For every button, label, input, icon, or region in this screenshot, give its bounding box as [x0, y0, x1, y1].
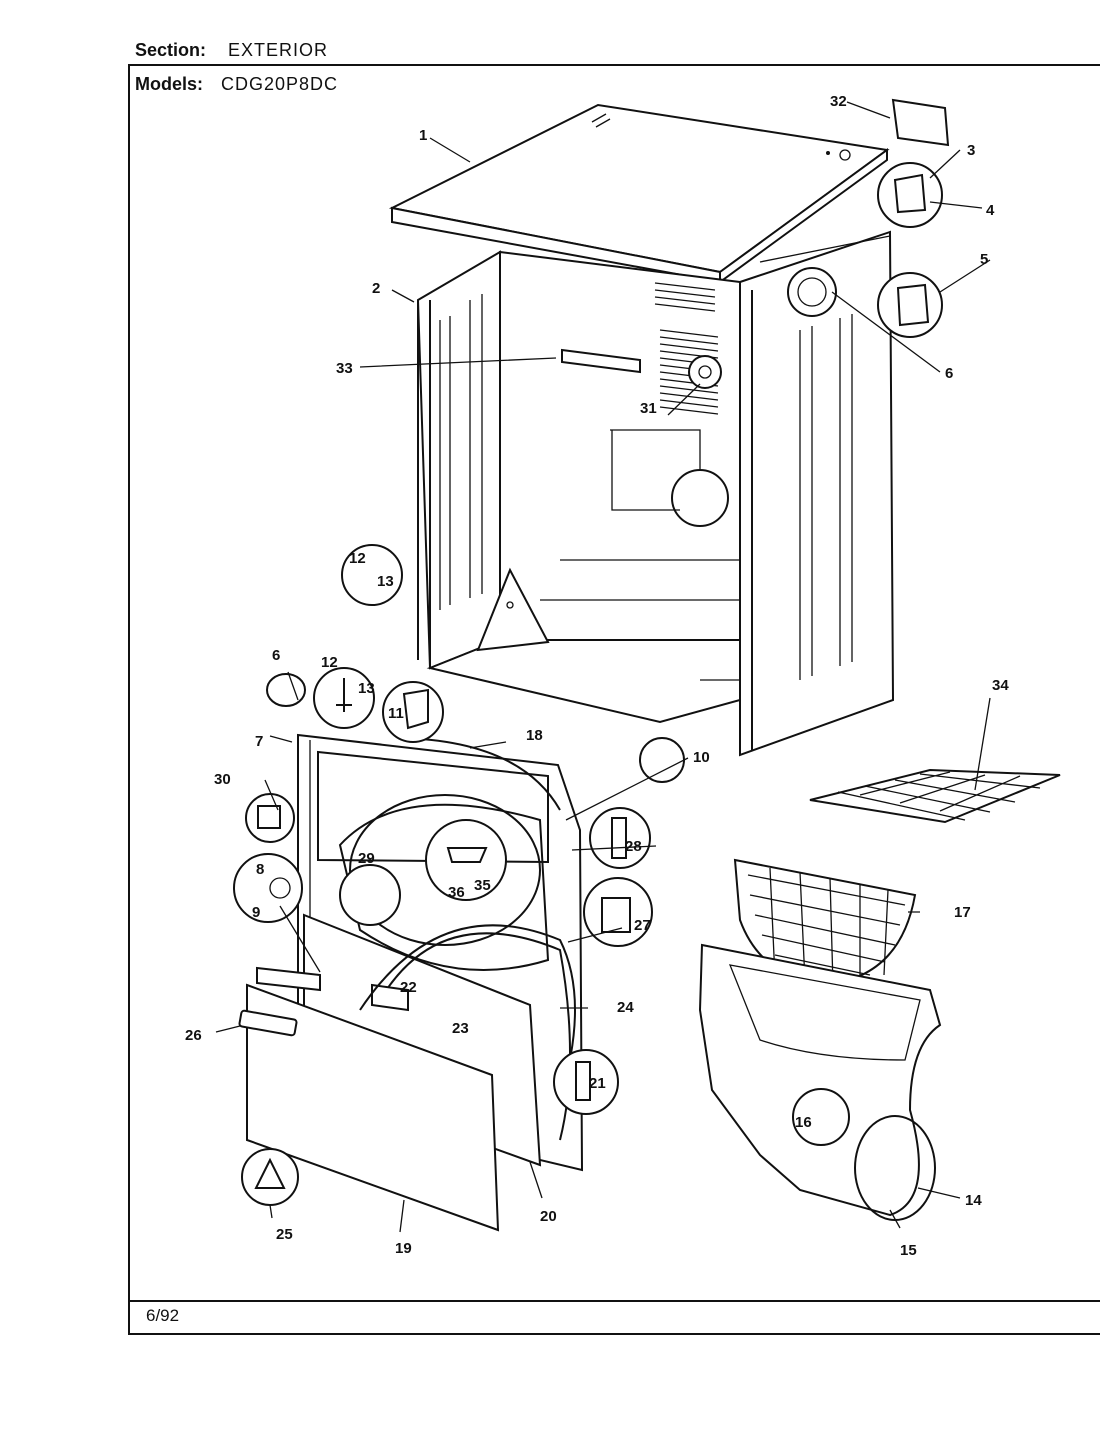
callout-6-left: 6: [272, 647, 280, 664]
callout-34: 34: [992, 677, 1009, 694]
lint-screen: [733, 858, 917, 987]
callout-31: 31: [640, 400, 657, 417]
callout-17: 17: [954, 904, 971, 921]
callout-11: 11: [388, 705, 404, 722]
callout-5: 5: [980, 251, 988, 268]
callout-12-bulkhead: 12: [321, 654, 338, 671]
door-assembly: [238, 913, 571, 1232]
lint-housing: [698, 943, 942, 1221]
callout-9: 9: [252, 904, 260, 921]
drying-rack: [809, 768, 1061, 824]
callout-22: 22: [400, 979, 417, 996]
callout-18: 18: [526, 727, 543, 744]
callout-7: 7: [255, 733, 263, 750]
callout-8: 8: [256, 861, 264, 878]
footer-divider: [128, 1300, 1100, 1302]
callout-33: 33: [336, 360, 353, 377]
revision-date: 6/92: [146, 1306, 180, 1325]
top-panel: [388, 103, 890, 284]
drum-seal-ring: [359, 924, 576, 1101]
callout-13-bulkhead: 13: [358, 680, 375, 697]
callout-24: 24: [617, 999, 634, 1016]
cabinet: [416, 230, 895, 757]
callout-32: 32: [830, 93, 847, 110]
callout-27: 27: [634, 917, 651, 934]
models-label: Models:: [135, 74, 204, 94]
callout-30: 30: [214, 771, 231, 788]
models-value: CDG20P8DC: [221, 74, 339, 94]
section-label: Section:: [135, 40, 207, 60]
callouts: 1 2 3 4 5 6 6 7 8 9 10 11 12 12 13 13 14…: [185, 93, 1009, 1259]
detail-insets: [233, 98, 950, 1206]
callout-15: 15: [900, 1242, 917, 1259]
callout-25: 25: [276, 1226, 293, 1243]
callout-16: 16: [795, 1114, 812, 1131]
callout-19: 19: [395, 1240, 412, 1257]
callout-26: 26: [185, 1027, 202, 1044]
section-heading: Section: EXTERIOR: [135, 40, 328, 61]
section-value: EXTERIOR: [228, 40, 329, 60]
callout-29: 29: [358, 850, 375, 867]
callout-14: 14: [965, 1192, 982, 1209]
callout-4: 4: [986, 202, 995, 219]
callout-23: 23: [452, 1020, 469, 1037]
callout-13-cabinet: 13: [377, 573, 394, 590]
callout-1: 1: [419, 127, 427, 144]
callout-10: 10: [693, 749, 710, 766]
callout-12-cabinet: 12: [349, 550, 366, 567]
models-heading: Models: CDG20P8DC: [135, 74, 338, 95]
leader-lines: [215, 101, 991, 1233]
callout-2: 2: [372, 280, 380, 297]
callout-6-right: 6: [945, 365, 953, 382]
callout-20: 20: [540, 1208, 557, 1225]
callout-3: 3: [967, 142, 975, 159]
callout-36: 36: [448, 884, 465, 901]
diagram-frame: [128, 64, 1100, 1335]
callout-28: 28: [625, 838, 642, 855]
callout-35: 35: [474, 877, 491, 894]
callout-21: 21: [589, 1075, 606, 1092]
